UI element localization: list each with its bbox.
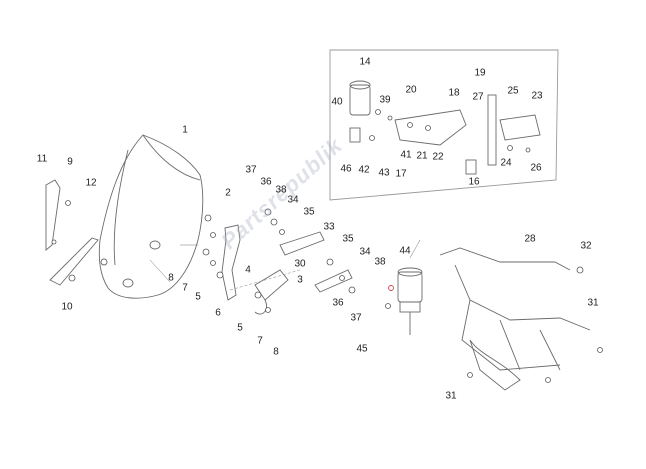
windscreen (98, 134, 204, 299)
callout-16: 16 (468, 176, 480, 188)
link-rod-lower (314, 269, 353, 293)
callout-8: 8 (273, 346, 279, 358)
callout-40: 40 (331, 96, 343, 108)
callout-31: 31 (445, 390, 457, 402)
callout-31: 31 (587, 297, 599, 309)
callout-3: 3 (297, 274, 303, 286)
callout-33: 33 (323, 221, 335, 233)
callout-44: 44 (399, 245, 411, 257)
frame-28 (439, 247, 591, 371)
callout-45: 45 (356, 343, 368, 355)
callout-22: 22 (432, 151, 444, 163)
callout-4: 4 (245, 264, 251, 276)
callout-46: 46 (340, 163, 352, 175)
callout-20: 20 (405, 84, 417, 96)
bracket-2 (221, 224, 241, 301)
callout-24: 24 (500, 157, 512, 169)
callout-27: 27 (472, 91, 484, 103)
callout-19: 19 (474, 67, 486, 79)
deflector-left (45, 179, 61, 251)
callout-38: 38 (275, 184, 287, 196)
callout-6: 6 (215, 307, 221, 319)
callout-9: 9 (67, 156, 73, 168)
callout-32: 32 (580, 240, 592, 252)
callout-2: 2 (225, 187, 231, 199)
callout-14: 14 (359, 56, 371, 68)
callout-38: 38 (374, 256, 386, 268)
callout-26: 26 (530, 162, 542, 174)
callout-7: 7 (257, 335, 263, 347)
callout-36: 36 (260, 176, 272, 188)
callout-23: 23 (531, 90, 543, 102)
callout-17: 17 (395, 168, 407, 180)
callout-10: 10 (61, 301, 73, 313)
callout-30: 30 (294, 258, 306, 270)
inset-bracket (394, 109, 467, 146)
callout-37: 37 (245, 164, 257, 176)
callout-35: 35 (342, 233, 354, 245)
callout-1: 1 (182, 124, 188, 136)
callout-43: 43 (378, 167, 390, 179)
callout-37: 37 (350, 312, 362, 324)
motor-44 (397, 271, 423, 303)
callout-34: 34 (287, 194, 299, 206)
link-rod-upper (279, 231, 325, 256)
callout-18: 18 (448, 87, 460, 99)
callout-5: 5 (237, 322, 243, 334)
callout-28: 28 (524, 233, 536, 245)
inset-frame (329, 49, 559, 201)
callout-12: 12 (85, 177, 97, 189)
callout-21: 21 (416, 150, 428, 162)
callout-35: 35 (303, 206, 315, 218)
callout-25: 25 (507, 85, 519, 97)
callout-39: 39 (379, 94, 391, 106)
callout-8: 8 (168, 272, 174, 284)
callout-42: 42 (358, 164, 370, 176)
callout-11: 11 (36, 153, 48, 165)
callout-34: 34 (359, 246, 371, 258)
link-arm (254, 269, 289, 301)
callout-5: 5 (195, 291, 201, 303)
inset-column (487, 94, 497, 166)
deflector-bottom (49, 237, 99, 286)
callout-41: 41 (400, 149, 412, 161)
inset-motor (349, 84, 371, 116)
callout-36: 36 (332, 297, 344, 309)
callout-7: 7 (182, 282, 188, 294)
